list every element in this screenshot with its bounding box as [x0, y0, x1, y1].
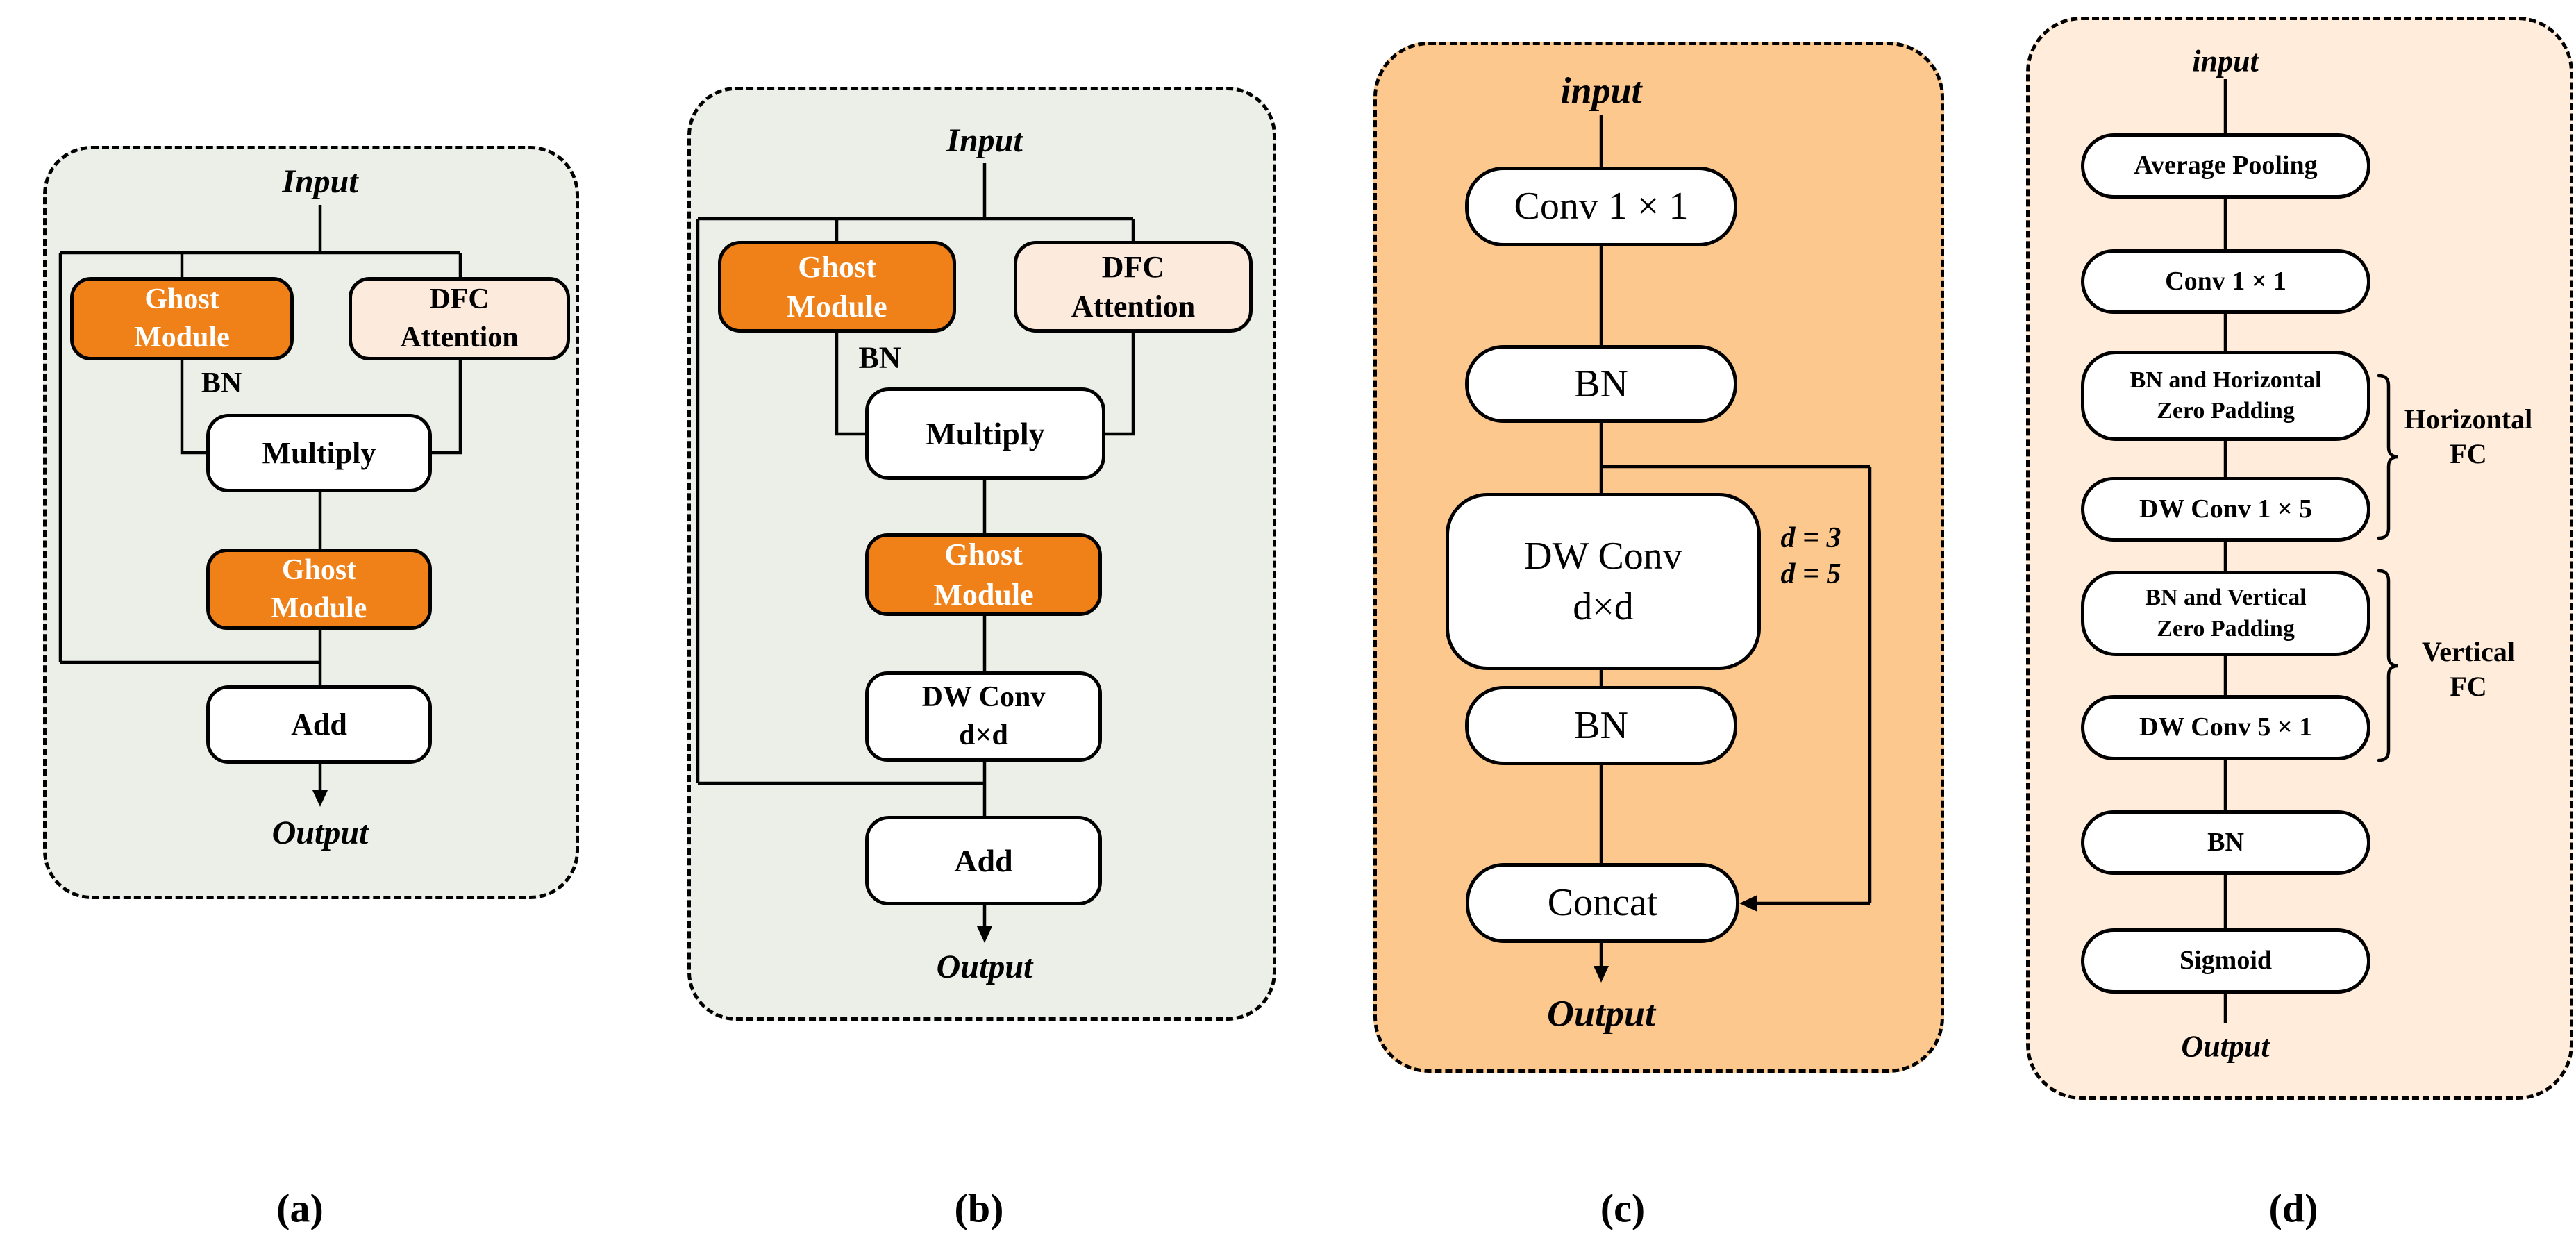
caption-b: (b) [954, 1185, 1004, 1231]
bn-label: BN [858, 340, 901, 375]
panel-a: Input Ghost Module DFC Attention BN Mult… [43, 146, 579, 899]
node-add: Add [865, 816, 1102, 905]
arrow-down-icon [1594, 966, 1609, 983]
vertical-fc-label: Vertical FC [2421, 636, 2516, 702]
annotation-d5: d = 5 [1780, 558, 1841, 590]
node-dw-conv: DW Conv d×d [865, 671, 1102, 762]
node-dw-conv-5x1: DW Conv 5 × 1 [2081, 695, 2370, 760]
caption-c: (c) [1600, 1185, 1646, 1231]
wires-c [1594, 115, 1872, 983]
input-label: input [2192, 44, 2259, 78]
node-bn-vertical-padding: BN and Vertical Zero Padding [2081, 571, 2370, 656]
node-sigmoid: Sigmoid [2081, 928, 2370, 994]
node-bn-2: BN [1465, 686, 1737, 765]
node-average-pooling: Average Pooling [2081, 133, 2370, 199]
output-label: Output [936, 948, 1033, 985]
wires-a [58, 205, 462, 807]
node-ghost-module-2: Ghost Module [206, 549, 432, 630]
node-dw-conv-1x5: DW Conv 1 × 5 [2081, 477, 2370, 542]
node-bn-horizontal-padding: BN and Horizontal Zero Padding [2081, 351, 2370, 441]
node-dfc-attention: DFC Attention [349, 277, 570, 360]
output-label: Output [271, 814, 369, 851]
node-multiply: Multiply [865, 387, 1105, 480]
connector-line [696, 163, 1135, 927]
connector-line [1599, 115, 1872, 966]
caption-a: (a) [276, 1185, 324, 1231]
caption-d: (d) [2268, 1185, 2318, 1231]
node-bn-1: BN [1465, 345, 1737, 423]
node-dw-conv: DW Conv d×d [1446, 493, 1761, 670]
bn-label: BN [201, 367, 242, 399]
output-label: Output [1546, 992, 1656, 1035]
connector-line [58, 205, 462, 792]
node-ghost-module-2: Ghost Module [865, 533, 1102, 616]
node-conv-1x1: Conv 1 × 1 [2081, 249, 2370, 314]
output-label: Output [2181, 1029, 2270, 1064]
node-concat: Concat [1466, 863, 1739, 943]
curly-brace-icon [2377, 374, 2399, 540]
input-label: input [1560, 69, 1642, 112]
wires-b [696, 163, 1135, 943]
annotation-d3: d = 3 [1780, 521, 1841, 554]
panel-d: input Average Pooling Conv 1 × 1 BN and … [2026, 17, 2573, 1100]
input-label: Input [282, 163, 358, 200]
node-bn: BN [2081, 810, 2370, 875]
panel-b: Input Ghost Module DFC Attention BN Mult… [687, 87, 1276, 1021]
node-add: Add [206, 685, 432, 764]
node-dfc-attention: DFC Attention [1014, 241, 1253, 333]
node-multiply: Multiply [206, 414, 432, 492]
curly-brace-icon [2377, 569, 2399, 762]
horizontal-fc-label: Horizontal FC [2404, 403, 2533, 469]
input-label: Input [946, 122, 1023, 159]
panel-c: input Conv 1 × 1 BN DW Conv d×d d = 3 d … [1373, 42, 1944, 1073]
arrow-down-icon [312, 790, 328, 807]
node-ghost-module-1: Ghost Module [70, 277, 294, 360]
arrow-left-icon [1739, 895, 1757, 912]
node-conv-1x1: Conv 1 × 1 [1465, 167, 1737, 246]
arrow-down-icon [977, 926, 992, 943]
node-ghost-module-1: Ghost Module [718, 241, 956, 333]
